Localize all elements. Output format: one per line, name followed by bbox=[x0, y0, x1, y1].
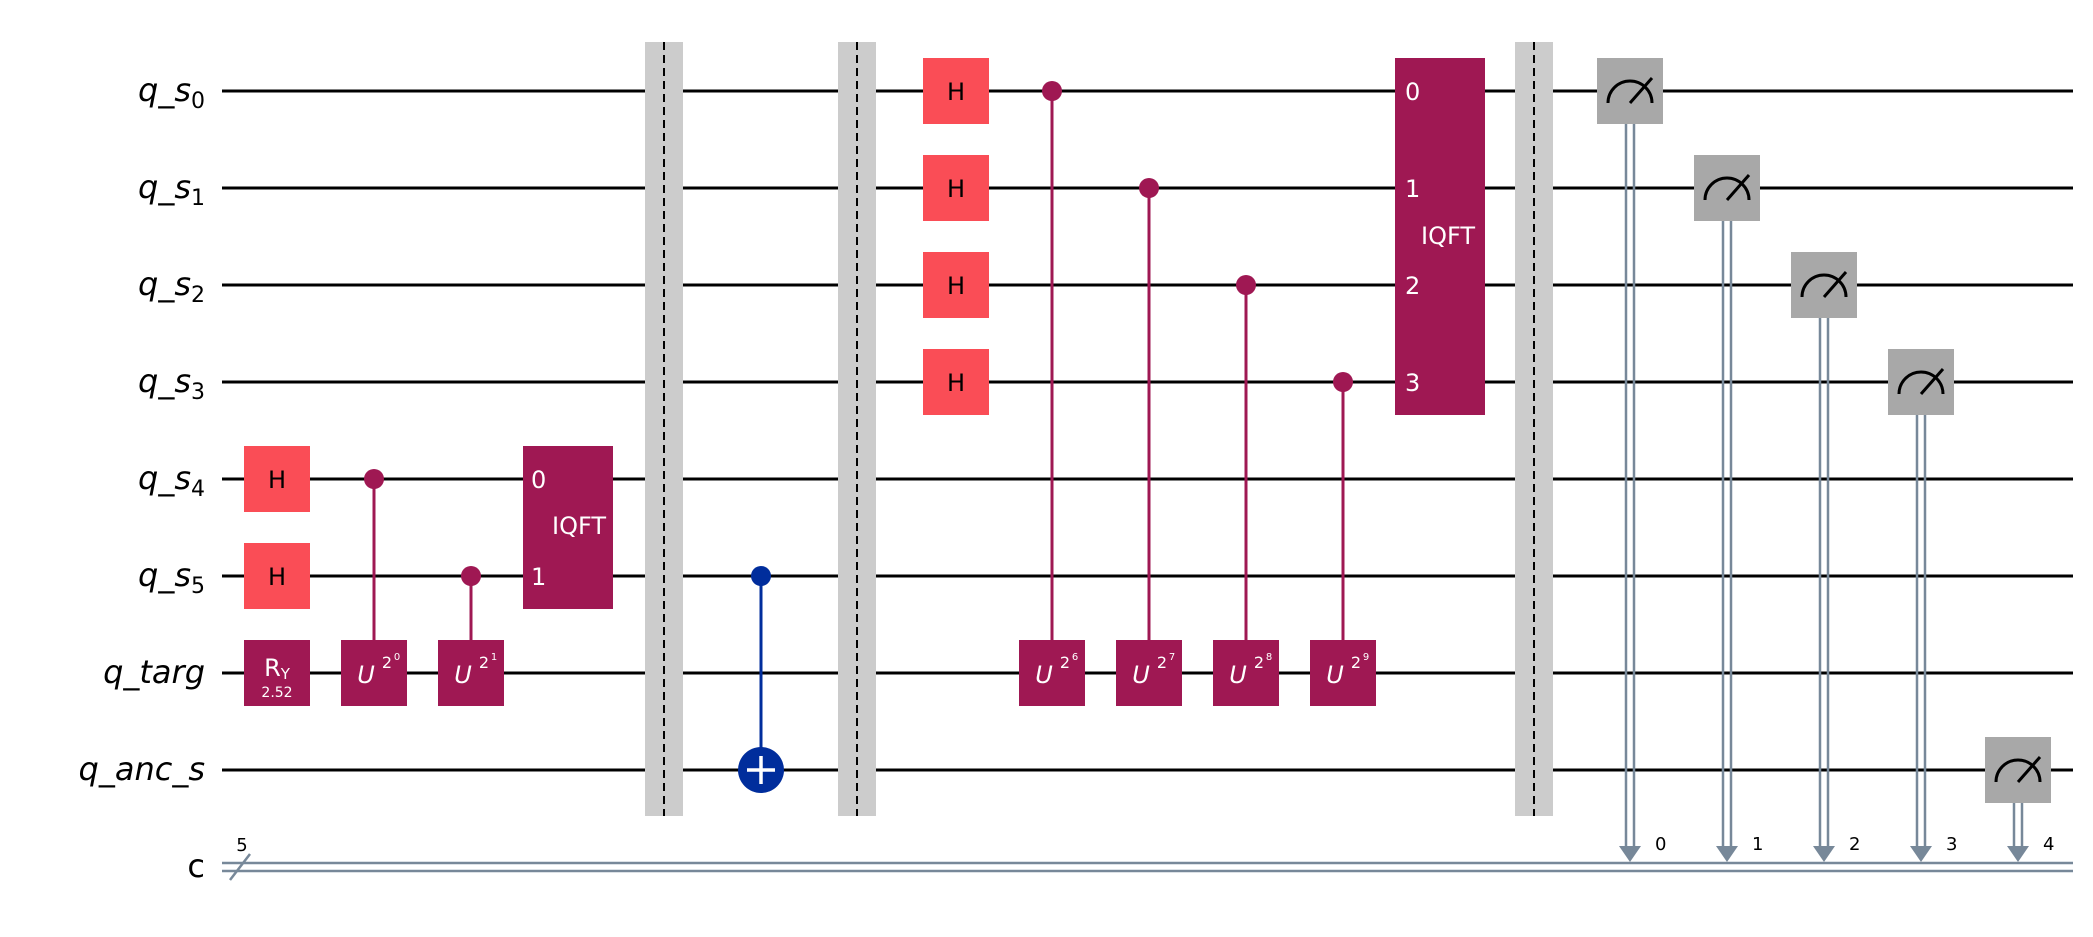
svg-text:U: U bbox=[1229, 661, 1247, 689]
svg-text:H: H bbox=[947, 78, 965, 106]
svg-text:1: 1 bbox=[531, 563, 546, 591]
controlled-u-2-8: U 2 8 bbox=[1213, 275, 1279, 706]
svg-text:1: 1 bbox=[491, 652, 497, 663]
qubit-label-q-s2: q_s2 bbox=[138, 265, 205, 308]
cnot-gate bbox=[738, 566, 784, 793]
svg-text:0: 0 bbox=[394, 652, 400, 663]
measure-q-s3: 3 bbox=[1888, 349, 1957, 862]
controlled-u-2-7: U 2 7 bbox=[1116, 178, 1182, 706]
svg-text:4: 4 bbox=[2043, 834, 2054, 855]
h-gate-q-s5: H bbox=[244, 543, 310, 609]
svg-text:8: 8 bbox=[1266, 652, 1272, 663]
control-dot bbox=[1236, 275, 1256, 295]
h-gate-q-s4: H bbox=[244, 446, 310, 512]
svg-text:2: 2 bbox=[1849, 834, 1860, 855]
measure-q-s1: 1 bbox=[1694, 155, 1763, 862]
svg-text:2: 2 bbox=[1351, 653, 1361, 672]
control-dot bbox=[1042, 81, 1062, 101]
classical-register-label: c bbox=[187, 847, 205, 885]
svg-text:U: U bbox=[1035, 661, 1053, 689]
controlled-u-2-6: U 2 6 bbox=[1019, 81, 1085, 706]
measure-q-s2: 2 bbox=[1791, 252, 1860, 862]
controlled-u-2-0: U 2 0 bbox=[341, 469, 407, 706]
h-gate-q-s2: H bbox=[923, 252, 989, 318]
svg-text:7: 7 bbox=[1169, 652, 1175, 663]
h-gate-q-s0: H bbox=[923, 58, 989, 124]
control-dot bbox=[751, 566, 771, 586]
svg-text:2: 2 bbox=[1157, 653, 1167, 672]
control-dot bbox=[1139, 178, 1159, 198]
svg-text:RY: RY bbox=[264, 654, 291, 683]
svg-text:U: U bbox=[1132, 661, 1150, 689]
classical-width-slash bbox=[229, 853, 251, 881]
svg-text:0: 0 bbox=[1405, 78, 1420, 106]
svg-text:U: U bbox=[454, 661, 472, 689]
qubit-label-q-targ: q_targ bbox=[103, 653, 205, 691]
controlled-u-2-9: U 2 9 bbox=[1310, 372, 1376, 706]
classical-width-label: 5 bbox=[236, 835, 247, 856]
svg-text:2.52: 2.52 bbox=[261, 685, 292, 701]
control-dot bbox=[1333, 372, 1353, 392]
svg-text:9: 9 bbox=[1363, 652, 1369, 663]
svg-text:0: 0 bbox=[531, 466, 546, 494]
ry-gate: RY 2.52 bbox=[244, 640, 310, 706]
svg-text:U: U bbox=[1326, 661, 1344, 689]
qubit-label-q-s1: q_s1 bbox=[138, 168, 205, 211]
classical-wire bbox=[222, 861, 2073, 873]
svg-text:1: 1 bbox=[1405, 175, 1420, 203]
control-dot bbox=[364, 469, 384, 489]
svg-text:2: 2 bbox=[1060, 653, 1070, 672]
svg-text:3: 3 bbox=[1946, 834, 1957, 855]
qubit-label-q-s5: q_s5 bbox=[138, 556, 205, 599]
qubit-label-q-anc-s: q_anc_s bbox=[79, 750, 205, 788]
svg-text:0: 0 bbox=[1655, 834, 1666, 855]
svg-text:1: 1 bbox=[1752, 834, 1763, 855]
barrier-1 bbox=[645, 42, 683, 816]
svg-text:IQFT: IQFT bbox=[552, 512, 606, 540]
svg-text:2: 2 bbox=[382, 653, 392, 672]
controlled-u-2-1: U 2 1 bbox=[438, 566, 504, 706]
svg-text:6: 6 bbox=[1072, 652, 1078, 663]
svg-text:2: 2 bbox=[479, 653, 489, 672]
barrier-3 bbox=[1515, 42, 1553, 816]
svg-text:H: H bbox=[947, 175, 965, 203]
svg-text:H: H bbox=[947, 272, 965, 300]
h-gate-q-s3: H bbox=[923, 349, 989, 415]
svg-text:3: 3 bbox=[1405, 369, 1420, 397]
barrier-2 bbox=[838, 42, 876, 816]
measure-q-anc-s: 4 bbox=[1985, 737, 2054, 862]
svg-text:H: H bbox=[268, 466, 286, 494]
svg-text:2: 2 bbox=[1405, 272, 1420, 300]
svg-text:H: H bbox=[947, 369, 965, 397]
qubit-label-q-s0: q_s0 bbox=[138, 71, 205, 114]
measure-q-s0: 0 bbox=[1597, 58, 1666, 862]
svg-text:U: U bbox=[357, 661, 375, 689]
iqft-gate-large: 0 1 2 3 IQFT bbox=[1395, 58, 1485, 415]
svg-text:H: H bbox=[268, 563, 286, 591]
iqft-gate-small: 0 1 IQFT bbox=[523, 446, 613, 609]
qubit-label-q-s3: q_s3 bbox=[138, 362, 205, 405]
qubit-label-q-s4: q_s4 bbox=[138, 459, 205, 502]
svg-text:IQFT: IQFT bbox=[1421, 222, 1475, 250]
svg-text:2: 2 bbox=[1254, 653, 1264, 672]
h-gate-q-s1: H bbox=[923, 155, 989, 221]
control-dot bbox=[461, 566, 481, 586]
